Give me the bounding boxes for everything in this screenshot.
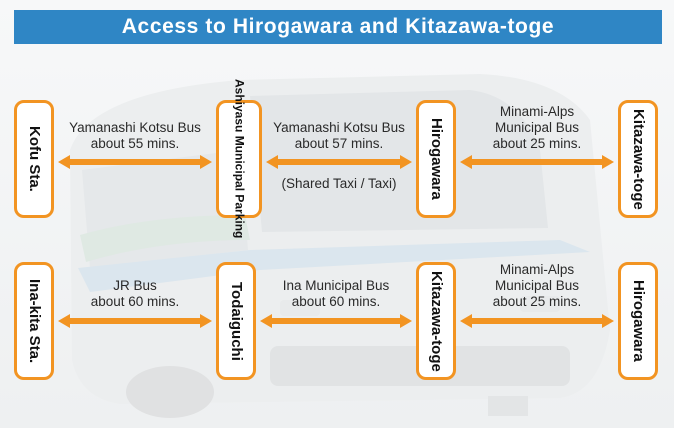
stop-label: Kitazawa-toge — [427, 270, 445, 372]
stop-label: Todaiguchi — [227, 281, 245, 361]
stop-ashiyasu-municipal-parking: Ashiyasu Municipal Parking — [216, 79, 262, 239]
route-arrow — [260, 314, 412, 328]
stop-label: Ina-kita Sta. — [25, 278, 43, 364]
route-arrow — [460, 155, 614, 169]
stop-kitazawa-toge: Kitazawa-toge — [416, 262, 456, 380]
route-label: Minami-Alps Municipal Bus about 25 mins. — [492, 104, 582, 151]
route-label: Yamanashi Kotsu Bus about 55 mins. — [69, 120, 201, 151]
stop-label: Hirogawara — [629, 280, 647, 362]
stop-label: Hirogawara — [427, 118, 445, 200]
route-note: (Shared Taxi / Taxi) — [281, 176, 397, 191]
stop-todaiguchi: Todaiguchi — [216, 262, 256, 380]
route-label: Minami-Alps Municipal Bus about 25 mins. — [492, 262, 582, 309]
stop-label: Ashiyasu Municipal Parking — [232, 79, 247, 239]
stop-hirogawara: Hirogawara — [416, 100, 456, 218]
stop-kitazawa-toge: Kitazawa-toge — [618, 100, 658, 218]
route-arrow — [58, 314, 212, 328]
stop-kofu-sta: Kofu Sta. — [14, 100, 54, 218]
stop-hirogawara: Hirogawara — [618, 262, 658, 380]
stop-label: Kofu Sta. — [25, 126, 43, 192]
route-label: Yamanashi Kotsu Bus about 57 mins. — [273, 120, 405, 151]
stop-ina-kita-sta: Ina-kita Sta. — [14, 262, 54, 380]
route-arrow — [266, 155, 412, 169]
route-arrow — [460, 314, 614, 328]
page-title: Access to Hirogawara and Kitazawa-toge — [121, 15, 555, 38]
route-label: Ina Municipal Bus about 60 mins. — [282, 278, 390, 309]
route-arrow — [58, 155, 212, 169]
title-banner: Access to Hirogawara and Kitazawa-toge — [14, 10, 662, 44]
route-label: JR Bus about 60 mins. — [90, 278, 180, 309]
stop-label: Kitazawa-toge — [629, 108, 647, 210]
